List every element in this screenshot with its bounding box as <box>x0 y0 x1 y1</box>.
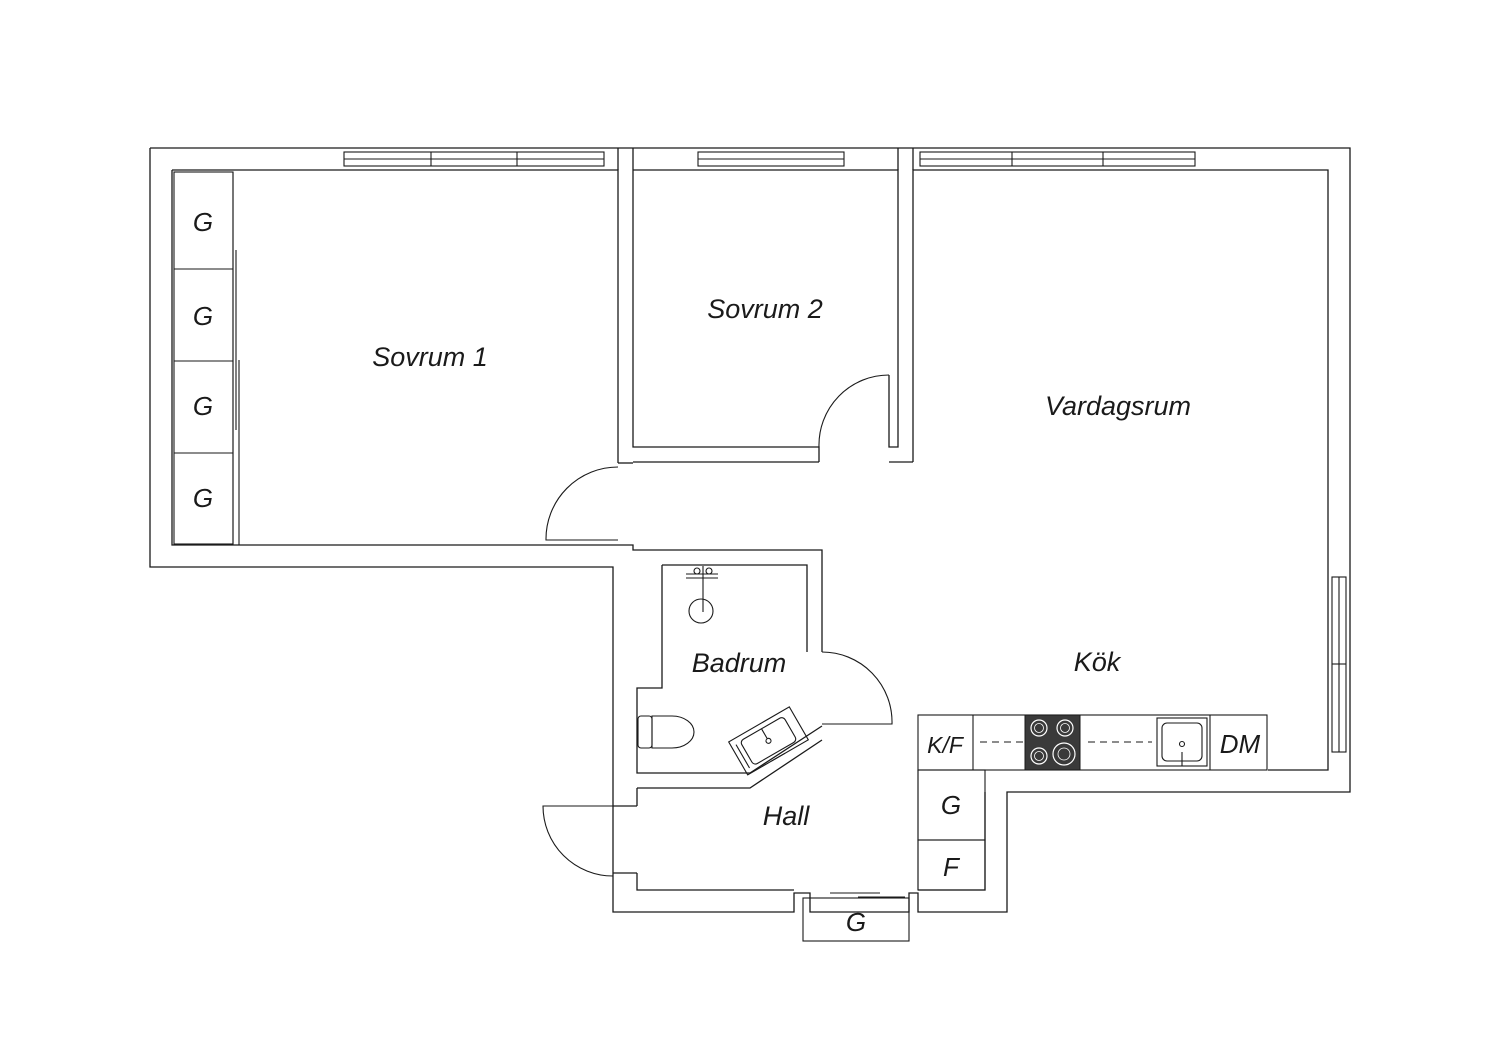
room-label-hall: Hall <box>763 801 811 831</box>
room-label-badrum: Badrum <box>692 648 787 678</box>
stove-icon <box>1024 714 1081 771</box>
room-label-sovrum1: Sovrum 1 <box>372 342 488 372</box>
doors <box>542 374 905 898</box>
window-kitchen <box>1331 576 1347 753</box>
wall-sovrum2-bottom <box>632 170 820 462</box>
wall-hall-top <box>637 739 823 789</box>
walls <box>149 147 1351 913</box>
room-label-kok: Kök <box>1074 647 1122 677</box>
wardrobe-label-3: G <box>193 391 213 421</box>
door-entry <box>542 805 614 877</box>
sliding-door-entry-wardrobe <box>830 892 905 898</box>
door-sovrum2 <box>818 374 890 448</box>
bathroom-fixtures <box>637 566 810 776</box>
wardrobe-sovrum1: G G G G <box>173 171 240 545</box>
windows <box>343 151 1347 753</box>
hall-wardrobe-label: G <box>941 790 961 820</box>
dishwasher-label: DM <box>1220 729 1261 759</box>
sink-icon <box>727 706 810 776</box>
wall-badrum-left <box>636 565 823 774</box>
room-label-sovrum2: Sovrum 2 <box>707 294 823 324</box>
kitchen-sink-icon <box>1156 717 1208 767</box>
entry-wardrobe-label: G <box>846 907 866 937</box>
wardrobe-label-2: G <box>193 301 213 331</box>
door-badrum <box>821 651 893 725</box>
freezer-box <box>917 839 986 891</box>
wardrobe-label-4: G <box>193 483 213 513</box>
wall-hall-left <box>636 873 794 891</box>
window-vardagsrum <box>919 151 1196 167</box>
wall-corridor-lower <box>618 544 823 652</box>
wall-vardagsrum <box>912 169 1329 771</box>
room-label-vardagsrum: Vardagsrum <box>1045 391 1191 421</box>
entry-wardrobe: G <box>802 897 910 942</box>
freezer-label: F <box>943 852 961 882</box>
toilet-icon <box>637 715 695 749</box>
outer-wall <box>149 147 1351 913</box>
kitchen-counter: K/F DM G F <box>917 714 1268 891</box>
wall-badrum <box>662 564 808 652</box>
window-sovrum2 <box>697 151 845 167</box>
window-sovrum1 <box>343 151 605 167</box>
fridge-freezer-label: K/F <box>927 732 965 758</box>
door-sovrum1 <box>545 466 619 541</box>
shower-icon <box>686 566 718 624</box>
inner-wall-left <box>171 170 618 546</box>
wardrobe-label-1: G <box>193 207 213 237</box>
wall-sovrum2 <box>633 169 899 448</box>
room-labels: Sovrum 1 Sovrum 2 Vardagsrum Badrum Kök … <box>372 294 1191 831</box>
